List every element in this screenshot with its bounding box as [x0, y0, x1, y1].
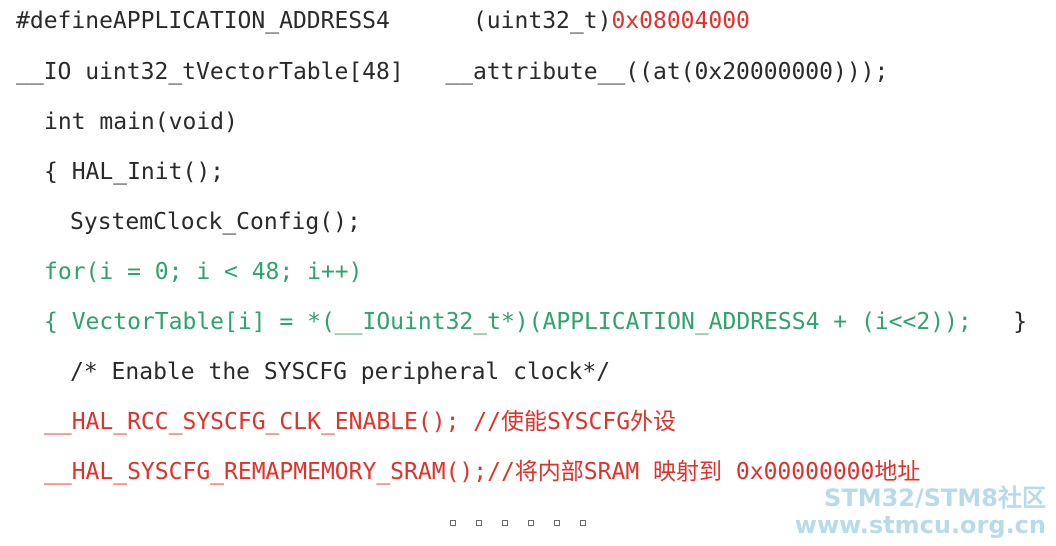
define-address: 0x08004000	[611, 8, 750, 34]
define-text: #defineAPPLICATION_ADDRESS4 (uint32_t)	[16, 8, 612, 34]
code-line-define: #defineAPPLICATION_ADDRESS4 (uint32_t)0x…	[16, 6, 750, 36]
ellipsis-dots	[450, 520, 586, 526]
vector-copy-brace: }	[971, 309, 1028, 335]
code-line-system-clock: SystemClock_Config();	[70, 209, 361, 235]
code-line-hal-init: { HAL_Init();	[44, 159, 225, 185]
dot-icon	[580, 520, 586, 526]
watermark-url: www.stmcu.org.cn	[794, 511, 1046, 539]
code-line-main: int main(void)	[44, 109, 238, 135]
code-line-vector-copy: { VectorTable[i] = *(__IOuint32_t*)(APPL…	[44, 307, 1027, 337]
watermark-title: STM32/STM8社区	[824, 484, 1046, 512]
dot-icon	[528, 520, 534, 526]
code-line-vector-table-decl: __IO uint32_tVectorTable[48] __attribute…	[16, 59, 889, 85]
vector-copy-text: { VectorTable[i] = *(__IOuint32_t*)(APPL…	[44, 309, 972, 335]
code-line-clk-enable: __HAL_RCC_SYSCFG_CLK_ENABLE(); //使能SYSCF…	[44, 409, 677, 435]
code-line-for-loop: for(i = 0; i < 48; i++)	[44, 259, 363, 285]
dot-icon	[476, 520, 482, 526]
dot-icon	[554, 520, 560, 526]
watermark: STM32/STM8社区 www.stmcu.org.cn	[795, 486, 1046, 537]
dot-icon	[502, 520, 508, 526]
code-line-comment: /* Enable the SYSCFG peripheral clock*/	[70, 359, 611, 385]
dot-icon	[450, 520, 456, 526]
code-line-remap-sram: __HAL_SYSCFG_REMAPMEMORY_SRAM();//将内部SRA…	[44, 459, 921, 485]
